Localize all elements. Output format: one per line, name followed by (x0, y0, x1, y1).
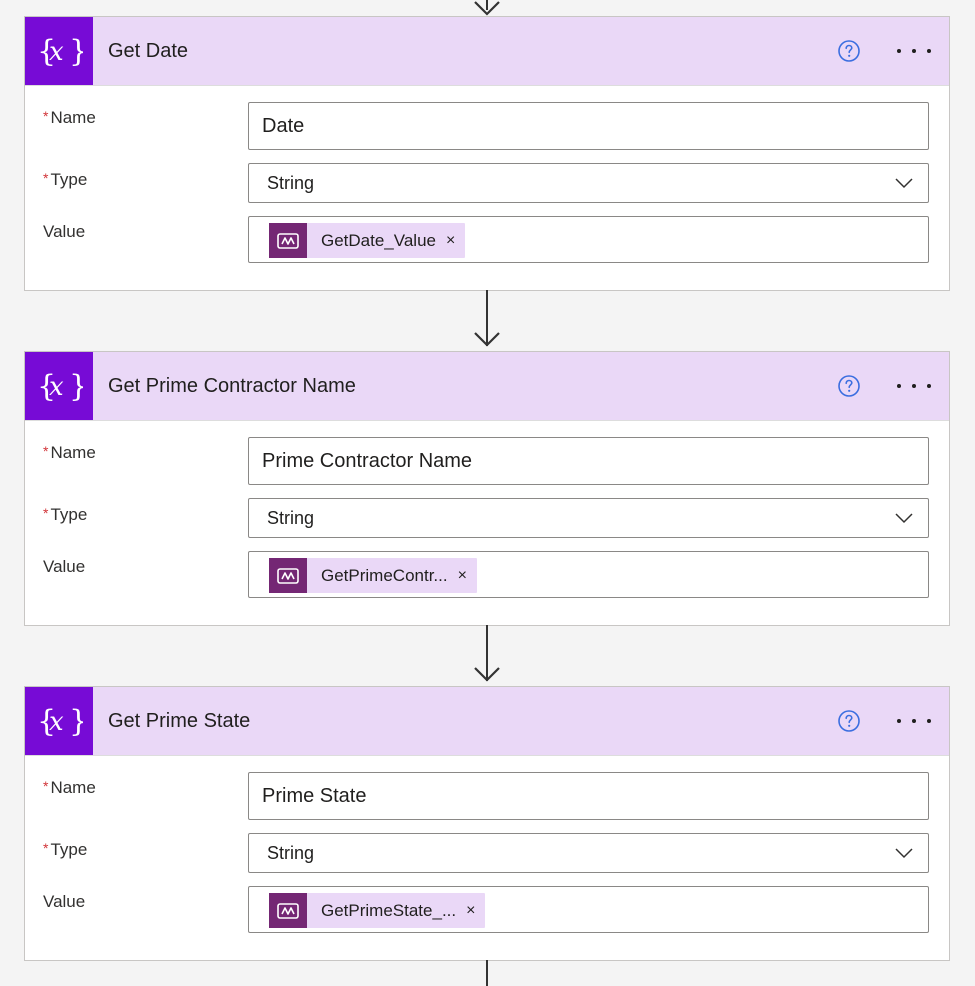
required-mark: * (43, 840, 49, 856)
variable-icon: { x } (25, 17, 93, 85)
type-dropdown[interactable]: String (248, 498, 929, 538)
card-header[interactable]: { x } Get Prime State (25, 687, 949, 756)
type-label: *Type (43, 170, 88, 189)
help-circle-icon[interactable] (837, 709, 861, 733)
svg-text:{: { (37, 34, 56, 69)
type-dropdown-value: String (267, 507, 315, 528)
token-remove-icon[interactable]: × (457, 566, 467, 584)
card-header[interactable]: { x } Get Date (25, 17, 949, 86)
name-input-value: Date (262, 114, 305, 137)
type-dropdown-value: String (267, 842, 315, 863)
arrow-down-icon (474, 667, 500, 682)
required-mark: * (43, 108, 49, 124)
help-circle-icon[interactable] (837, 39, 861, 63)
name-label: *Name (43, 108, 96, 127)
more-dots-icon[interactable] (897, 39, 931, 63)
value-input[interactable]: GetPrimeState_... × (248, 886, 929, 933)
name-label: *Name (43, 443, 96, 462)
variable-icon: { x } (25, 352, 93, 420)
name-label: *Name (43, 778, 96, 797)
dynamic-content-token[interactable]: GetDate_Value × (269, 223, 466, 258)
connector-line-top (486, 0, 488, 10)
dynamic-content-token[interactable]: GetPrimeState_... × (269, 893, 486, 928)
card-header[interactable]: { x } Get Prime Contractor Name (25, 352, 949, 421)
type-dropdown[interactable]: String (248, 163, 929, 203)
token-remove-icon[interactable]: × (445, 231, 456, 249)
power-apps-icon (269, 223, 307, 258)
value-label: Value (43, 557, 86, 576)
connector-line-bottom (486, 960, 488, 986)
card-body: *Name Date *Type String Value (25, 86, 949, 290)
action-card-get-date[interactable]: { x } Get Date *Name Date *Type String (24, 16, 950, 291)
arrow-down-icon (474, 332, 500, 347)
power-apps-icon (269, 558, 307, 593)
svg-text:}: } (69, 704, 83, 739)
type-label: *Type (43, 505, 88, 524)
value-input[interactable]: GetDate_Value × (248, 216, 929, 263)
card-body: *Name Prime State *Type String Value (25, 756, 949, 960)
type-dropdown[interactable]: String (248, 833, 929, 873)
name-input-value: Prime Contractor Name (262, 449, 473, 472)
svg-text:x: x (49, 707, 64, 737)
svg-text:}: } (69, 369, 83, 404)
token-label: GetPrimeState_... (321, 900, 457, 920)
more-dots-icon[interactable] (897, 374, 931, 398)
help-circle-icon[interactable] (837, 374, 861, 398)
type-label: *Type (43, 840, 88, 859)
name-input-value: Prime State (262, 784, 367, 807)
card-body: *Name Prime Contractor Name *Type String… (25, 421, 949, 625)
svg-text:{: { (37, 369, 56, 404)
value-label: Value (43, 222, 86, 241)
svg-text:x: x (49, 37, 64, 67)
svg-text:x: x (49, 372, 64, 402)
value-input[interactable]: GetPrimeContr... × (248, 551, 929, 598)
name-input[interactable]: Prime Contractor Name (248, 437, 929, 485)
svg-text:}: } (69, 34, 83, 69)
chevron-down-icon (895, 848, 913, 859)
card-title: Get Prime Contractor Name (108, 374, 356, 397)
svg-text:{: { (37, 704, 56, 739)
card-title: Get Date (108, 39, 189, 62)
more-dots-icon[interactable] (897, 709, 931, 733)
token-label: GetPrimeContr... (321, 565, 448, 585)
action-card-get-prime-contractor-name[interactable]: { x } Get Prime Contractor Name *Name Pr… (24, 351, 950, 626)
variable-icon: { x } (25, 687, 93, 755)
token-remove-icon[interactable]: × (466, 901, 476, 919)
required-mark: * (43, 778, 49, 794)
card-title: Get Prime State (108, 709, 251, 732)
required-mark: * (43, 170, 49, 186)
type-dropdown-value: String (267, 172, 315, 193)
value-label: Value (43, 892, 86, 911)
connector-line (486, 290, 488, 346)
name-input[interactable]: Date (248, 102, 929, 150)
arrow-down-icon (474, 1, 500, 16)
required-mark: * (43, 443, 49, 459)
token-label: GetDate_Value (321, 230, 436, 250)
power-apps-icon (269, 893, 307, 928)
action-card-get-prime-state[interactable]: { x } Get Prime State *Name Prime State … (24, 686, 950, 961)
name-input[interactable]: Prime State (248, 772, 929, 820)
required-mark: * (43, 505, 49, 521)
connector-line (486, 625, 488, 681)
chevron-down-icon (895, 513, 913, 524)
chevron-down-icon (895, 178, 913, 189)
dynamic-content-token[interactable]: GetPrimeContr... × (269, 558, 477, 593)
